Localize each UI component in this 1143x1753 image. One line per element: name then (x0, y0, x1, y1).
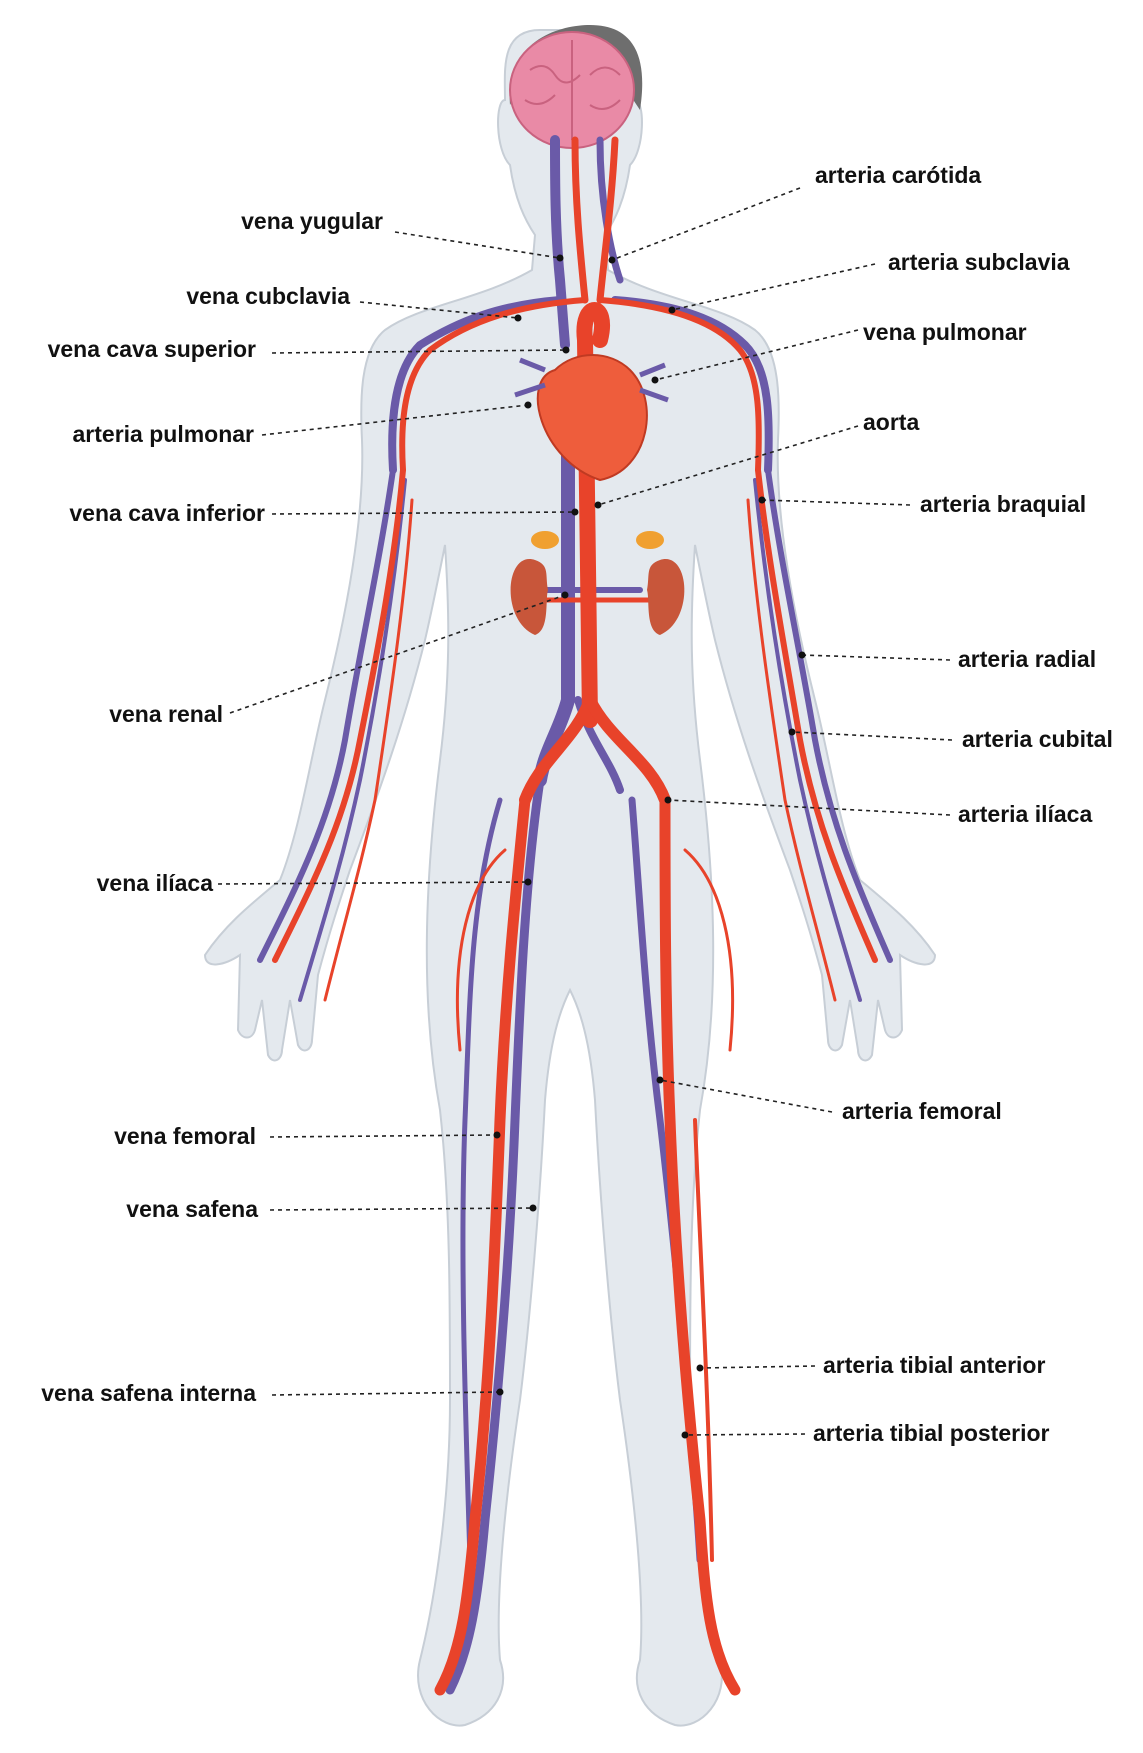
label-vena-femoral: vena femoral (114, 1123, 256, 1149)
label-vena-iliaca: vena ilíaca (97, 870, 214, 896)
label-vena-cubclavia: vena cubclavia (186, 283, 350, 309)
label-aorta: aorta (863, 409, 919, 435)
label-vena-cava-inferior: vena cava inferior (69, 500, 265, 526)
label-arteria-pulmonar: arteria pulmonar (73, 421, 255, 447)
label-arteria-iliaca: arteria ilíaca (958, 801, 1092, 827)
label-vena-yugular: vena yugular (241, 208, 383, 234)
label-arteria-femoral: arteria femoral (842, 1098, 1002, 1124)
label-vena-renal: vena renal (109, 701, 223, 727)
brain (510, 32, 634, 148)
label-arteria-cubital: arteria cubital (962, 726, 1113, 752)
label-arteria-radial: arteria radial (958, 646, 1096, 672)
label-arteria-carotida: arteria carótida (815, 162, 981, 188)
label-arteria-tibial-anterior: arteria tibial anterior (823, 1352, 1045, 1378)
label-arteria-tibial-posterior: arteria tibial posterior (813, 1420, 1050, 1446)
label-vena-pulmonar: vena pulmonar (863, 319, 1027, 345)
label-arteria-braquial: arteria braquial (920, 491, 1086, 517)
label-vena-safena-interna: vena safena interna (41, 1380, 256, 1406)
label-arteria-subclavia: arteria subclavia (888, 249, 1070, 275)
label-vena-cava-superior: vena cava superior (48, 336, 256, 362)
label-vena-safena: vena safena (126, 1196, 258, 1222)
